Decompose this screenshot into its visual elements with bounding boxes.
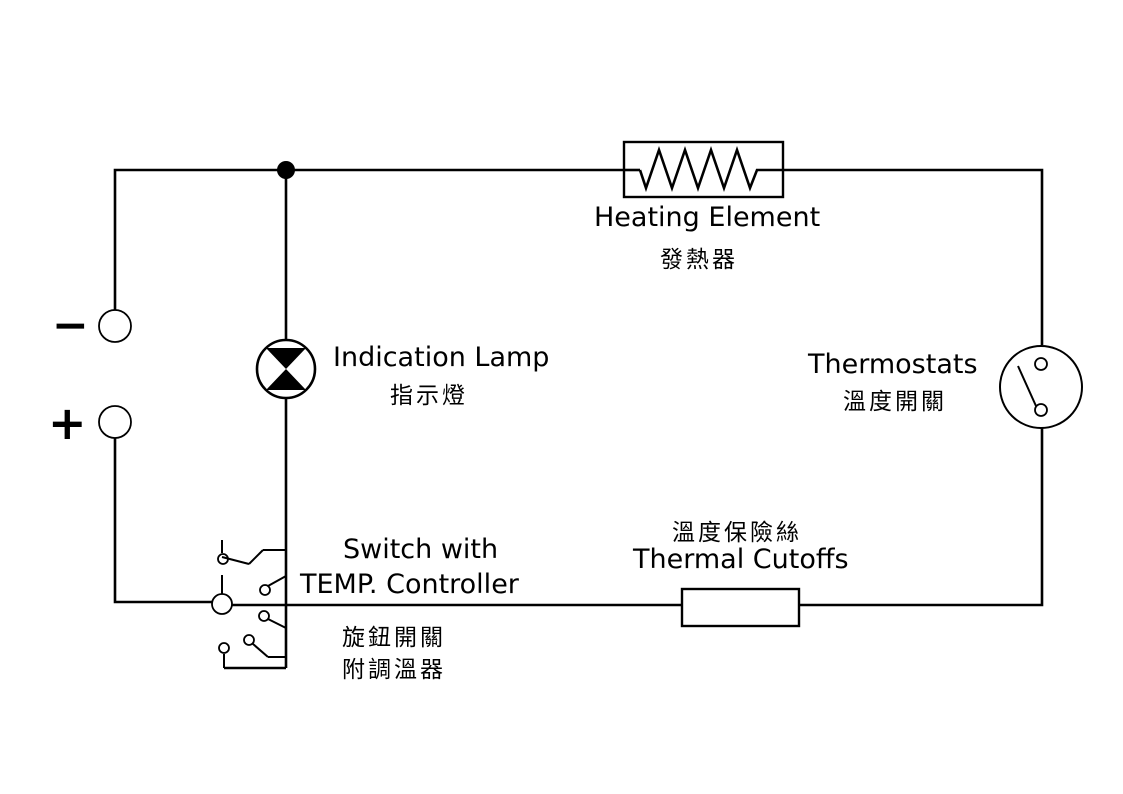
terminal-minus <box>98 309 132 343</box>
wires <box>113 161 1044 668</box>
thermostats-label-zh: 溫度開關 <box>843 389 947 415</box>
rotary-switch-symbol <box>211 540 287 670</box>
indication-lamp-label-en: Indication Lamp <box>333 342 550 373</box>
minus-sign: − <box>52 300 89 351</box>
wire-plus <box>113 438 213 604</box>
terminal-plus <box>98 405 132 439</box>
switch-label-en-line1: Switch with <box>343 534 499 565</box>
thermal-cutoff-label-en: Thermal Cutoffs <box>633 544 849 575</box>
thermostat-symbol <box>999 345 1083 429</box>
switch-label-zh-line1: 旋鈕開關 <box>342 625 446 651</box>
thermal-cutoff-label-zh: 溫度保險絲 <box>672 520 802 546</box>
wire-top-left <box>113 168 624 312</box>
indication-lamp-symbol <box>255 338 317 400</box>
heating-element-label-zh: 發熱器 <box>660 247 738 273</box>
junction-dot <box>277 161 295 179</box>
heating-element-symbol <box>622 140 785 199</box>
indication-lamp-label-zh: 指示燈 <box>390 383 468 409</box>
heating-element-label-en: Heating Element <box>594 202 821 233</box>
wire-right-bottom <box>799 428 1044 607</box>
thermostats-label-en: Thermostats <box>808 349 978 380</box>
thermal-cutoff-symbol <box>680 587 801 628</box>
switch-label-en-line2: TEMP. Controller <box>300 569 519 600</box>
wire-top-right <box>783 168 1044 345</box>
plus-sign: + <box>48 396 87 450</box>
switch-label-zh-line2: 附調溫器 <box>342 657 446 683</box>
